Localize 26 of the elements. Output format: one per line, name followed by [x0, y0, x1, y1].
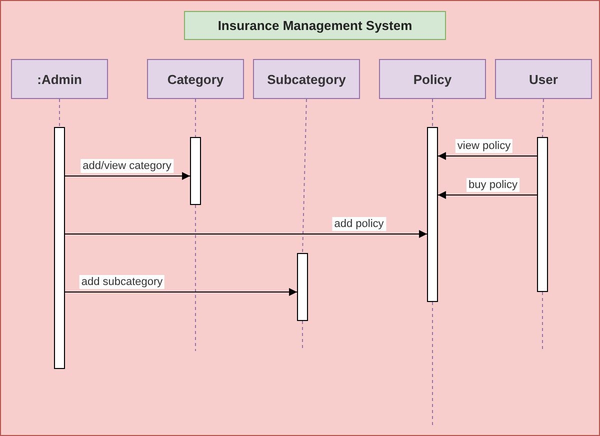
- edge-label: add subcategory: [79, 275, 165, 289]
- activation-bar: [190, 137, 201, 205]
- lifeline-header: Policy: [379, 59, 486, 99]
- edge-label: add/view category: [80, 159, 174, 173]
- message-arrow: [64, 288, 298, 296]
- lifeline-header: Category: [147, 59, 244, 99]
- activation-bar: [54, 127, 65, 369]
- activation-bar: [427, 127, 438, 302]
- edge-label: add policy: [332, 217, 386, 231]
- lifeline: [542, 98, 544, 138]
- activation-bar: [297, 253, 308, 321]
- edge-label: view policy: [455, 139, 513, 153]
- activation-bar: [537, 137, 548, 292]
- lifeline: [432, 98, 433, 128]
- message-arrow: [64, 230, 428, 238]
- lifeline: [59, 98, 60, 128]
- lifeline-header: Subcategory: [253, 59, 360, 99]
- message-arrow: [64, 172, 190, 180]
- lifeline-header: :Admin: [11, 59, 108, 99]
- lifeline-header: User: [495, 59, 592, 99]
- message-arrow: [438, 191, 538, 199]
- message-arrow: [438, 152, 538, 160]
- lifeline: [195, 98, 196, 138]
- edge-label: buy policy: [466, 178, 520, 192]
- lifeline: [302, 98, 307, 254]
- title-box: Insurance Management System: [184, 11, 446, 40]
